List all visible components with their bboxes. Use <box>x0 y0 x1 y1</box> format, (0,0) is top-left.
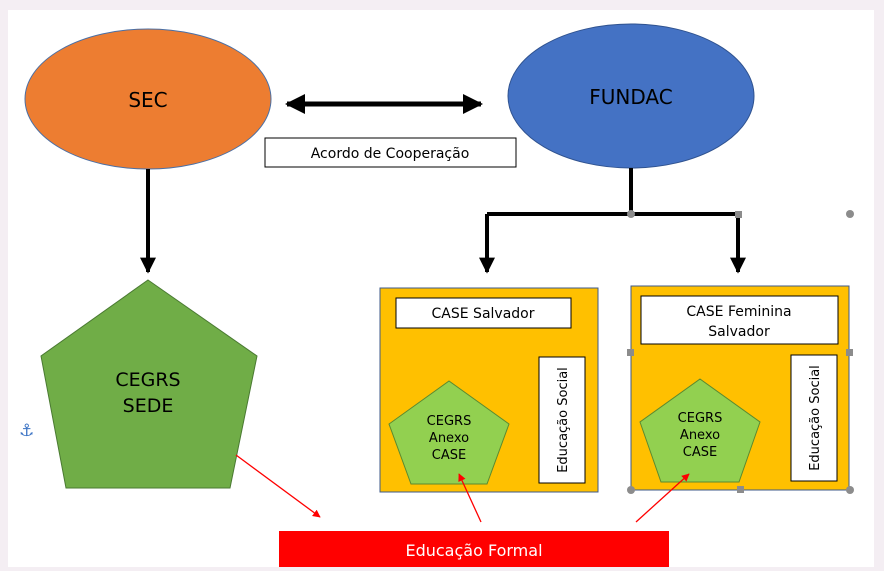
sede-to-formal-arrow <box>235 454 321 518</box>
fundac-label: FUNDAC <box>589 85 672 109</box>
cegrs-sede-node[interactable]: CEGRS SEDE <box>40 279 258 489</box>
case-salvador-annex-pentagon[interactable] <box>388 380 510 485</box>
case-feminina-social-box <box>790 354 838 482</box>
case-feminina-annex-line3: CASE <box>683 445 717 460</box>
case-feminina-annex-line1: CEGRS <box>678 411 723 426</box>
case-salvador-annex-line3: CASE <box>432 448 466 463</box>
sec-label: SEC <box>128 88 167 112</box>
case-salvador-box[interactable]: CASE Salvador CEGRS Anexo CASE Educação … <box>379 287 599 493</box>
case-feminina-annex-pentagon[interactable] <box>639 378 761 483</box>
selection-handle[interactable] <box>846 210 854 218</box>
case-salvador-annex-line1: CEGRS <box>427 414 472 429</box>
case-salvador-title: CASE Salvador <box>432 306 535 322</box>
anchor-icon: ⚓ <box>19 421 34 441</box>
case-feminina-title-line2: Salvador <box>708 324 770 340</box>
case-salvador-annex-line2: Anexo <box>429 431 469 446</box>
selection-handle[interactable] <box>735 211 742 218</box>
sec-node[interactable]: SEC <box>24 28 272 170</box>
agreement-label: Acordo de Cooperação <box>311 146 470 162</box>
case-feminina-selection-handles[interactable] <box>627 349 854 494</box>
case-feminina-title-line1: CASE Feminina <box>686 304 791 320</box>
formal-to-salvador-annex-arrow <box>458 473 482 523</box>
cegrs-sede-line1: CEGRS <box>115 369 180 391</box>
case-feminina-title-box <box>640 295 839 345</box>
case-salvador-social-label: Educação Social <box>556 367 571 473</box>
case-salvador-social-box <box>538 356 586 484</box>
case-feminina-box[interactable]: CASE Feminina Salvador CEGRS Anexo CASE … <box>630 285 850 491</box>
agreement-box[interactable]: Acordo de Cooperação <box>264 137 517 168</box>
fundac-node[interactable]: FUNDAC <box>507 23 755 169</box>
formal-to-feminina-annex-arrow <box>635 473 690 523</box>
formal-education-label: Educação Formal <box>405 541 542 560</box>
case-salvador-title-box <box>395 297 572 329</box>
selection-handle[interactable] <box>627 210 635 218</box>
formal-education-bar[interactable]: Educação Formal <box>279 531 669 567</box>
case-feminina-social-label: Educação Social <box>808 365 823 471</box>
cegrs-sede-line2: SEDE <box>123 395 174 417</box>
fundac-branch-connector <box>479 168 746 274</box>
case-feminina-annex-line2: Anexo <box>680 428 720 443</box>
